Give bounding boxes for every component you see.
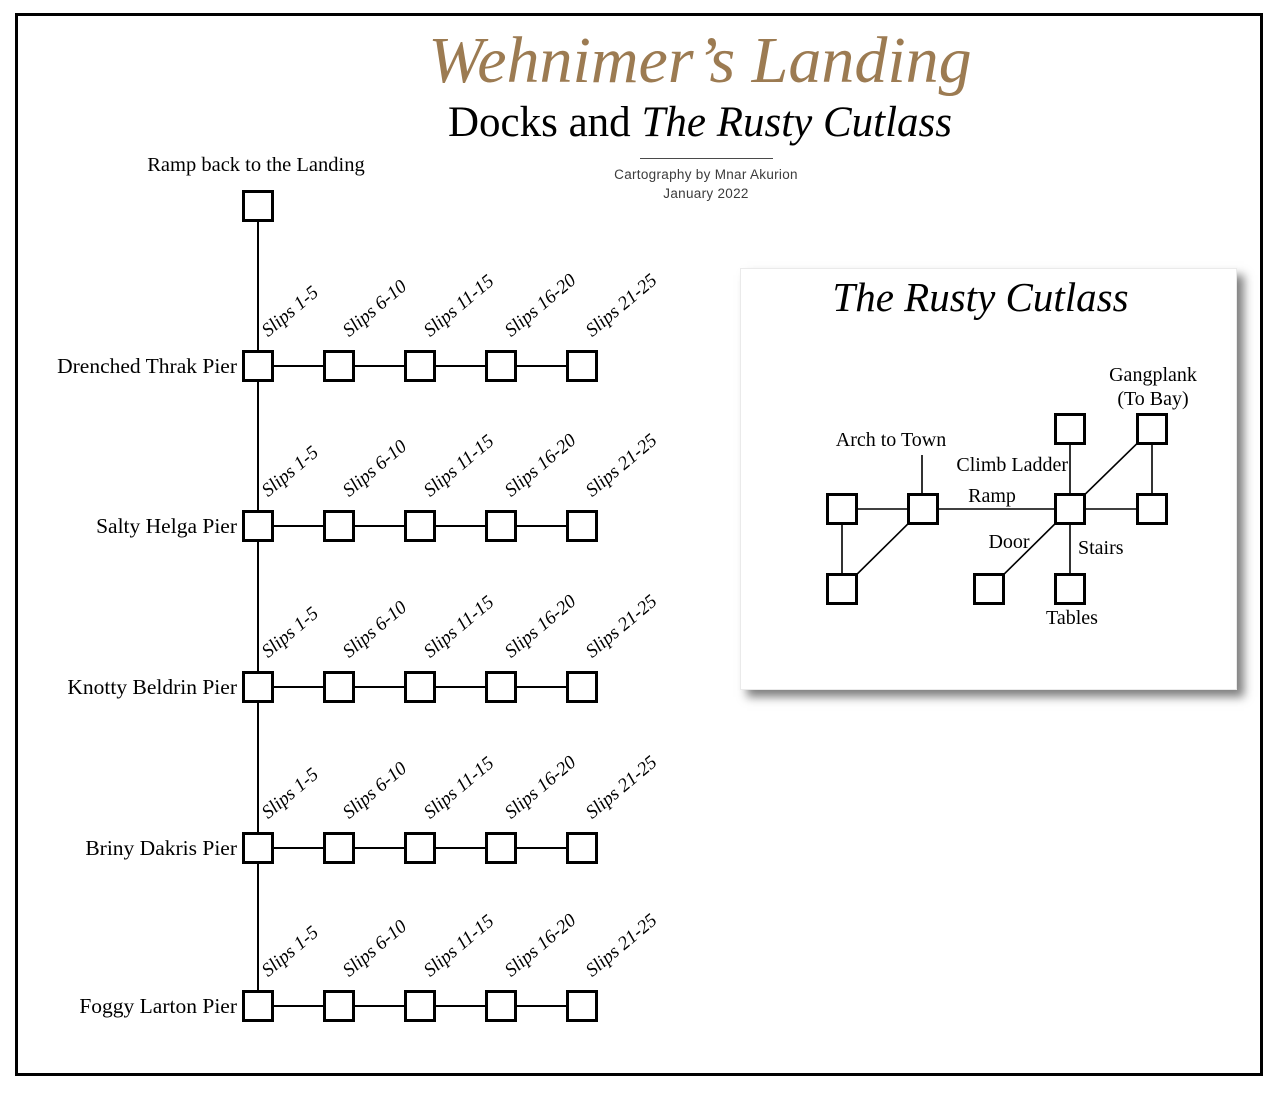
node-dock-southwest (826, 573, 858, 605)
climb-ladder-label: Climb Ladder (956, 454, 1068, 476)
stairs-label: Stairs (1078, 537, 1124, 559)
ramp-exit-node (242, 190, 274, 222)
slip-node (323, 350, 355, 382)
subtitle-italic-text: The Rusty Cutlass (641, 99, 953, 146)
slip-node (485, 510, 517, 542)
cartographer-credit: Cartography by Mnar Akurion (614, 167, 798, 182)
node-gangplank (1136, 413, 1168, 445)
page-subtitle: Docks and The Rusty Cutlass (120, 99, 1279, 146)
slip-node (404, 832, 436, 864)
map-border (15, 13, 1263, 1076)
slip-node (404, 671, 436, 703)
pier-name-label: Drenched Thrak Pier (57, 354, 237, 378)
slip-node (566, 990, 598, 1022)
slip-node (485, 350, 517, 382)
subtitle-regular-text: Docks and (447, 99, 642, 146)
slip-node (485, 990, 517, 1022)
slip-node (566, 832, 598, 864)
slip-node (566, 510, 598, 542)
pier-name-label: Foggy Larton Pier (79, 994, 237, 1018)
slip-node (566, 350, 598, 382)
slip-node (242, 350, 274, 382)
dock-trunk-line (257, 222, 259, 1006)
node-door-room (973, 573, 1005, 605)
slip-node (242, 832, 274, 864)
slip-node (404, 510, 436, 542)
slip-node (485, 832, 517, 864)
slip-node (323, 990, 355, 1022)
door-label: Door (988, 531, 1030, 553)
slip-node (485, 671, 517, 703)
tables-label: Tables (1046, 607, 1098, 629)
title-divider (640, 158, 773, 159)
slip-node (566, 671, 598, 703)
inset-title: The Rusty Cutlass (832, 274, 1129, 320)
map-date: January 2022 (663, 186, 749, 201)
gangplank-label-line1: Gangplank (1109, 364, 1197, 386)
slip-node (323, 671, 355, 703)
pier-name-label: Knotty Beldrin Pier (67, 675, 237, 699)
slip-node (323, 510, 355, 542)
node-dock-west (826, 493, 858, 525)
node-ladder-top (1054, 413, 1086, 445)
gangplank-label-line2: (To Bay) (1117, 388, 1189, 410)
node-arch-to-town (907, 493, 939, 525)
slip-node (323, 832, 355, 864)
ramp-label: Ramp (968, 485, 1016, 507)
slip-node (242, 671, 274, 703)
arch-to-town-label: Arch to Town (835, 429, 947, 451)
pier-name-label: Salty Helga Pier (96, 514, 237, 538)
slip-node (404, 990, 436, 1022)
slip-node (242, 510, 274, 542)
node-east-room (1136, 493, 1168, 525)
inset-connection-lines (841, 428, 1153, 590)
rusty-cutlass-inset-panel: The Rusty Cutlass Arch to T (740, 268, 1237, 690)
ramp-back-label: Ramp back to the Landing (147, 154, 365, 176)
page-title: Wehnimer’s Landing (428, 24, 972, 97)
pier-name-label: Briny Dakris Pier (85, 836, 237, 860)
slip-node (242, 990, 274, 1022)
node-tavern-main-room (1054, 493, 1086, 525)
slip-node (404, 350, 436, 382)
node-tables-room (1054, 573, 1086, 605)
